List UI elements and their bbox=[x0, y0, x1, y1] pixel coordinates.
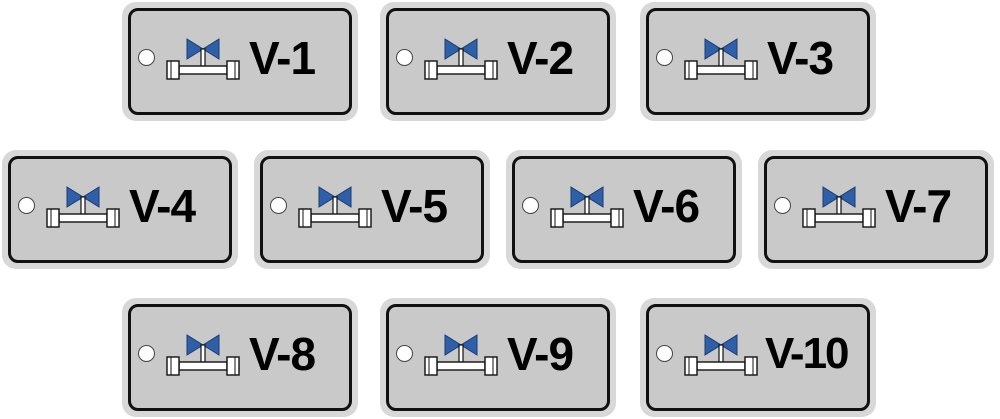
tag-plate: V-2 bbox=[386, 8, 610, 115]
valve-tag-v7: V-7 bbox=[758, 150, 994, 269]
valve-tag-v10: V-10 bbox=[640, 298, 876, 417]
valve-tag-v9: V-9 bbox=[380, 298, 616, 417]
tag-label: V-8 bbox=[249, 328, 316, 380]
valve-icon bbox=[297, 185, 373, 231]
tag-hole bbox=[138, 345, 155, 362]
tag-label: V-9 bbox=[507, 328, 574, 380]
valve-icon bbox=[165, 333, 241, 379]
tag-label: V-4 bbox=[129, 180, 196, 232]
valve-icon bbox=[683, 333, 759, 379]
tag-label: V-5 bbox=[381, 180, 448, 232]
tag-plate: V-3 bbox=[646, 8, 870, 115]
valve-tag-v8: V-8 bbox=[122, 298, 358, 417]
tag-hole bbox=[522, 197, 539, 214]
valve-tag-v4: V-4 bbox=[2, 150, 238, 269]
valve-tag-v5: V-5 bbox=[254, 150, 490, 269]
tag-label: V-2 bbox=[507, 32, 574, 84]
tag-plate: V-9 bbox=[386, 304, 610, 411]
tag-plate: V-7 bbox=[764, 156, 988, 263]
tag-label: V-10 bbox=[765, 329, 850, 378]
valve-tag-v3: V-3 bbox=[640, 2, 876, 121]
valve-icon bbox=[801, 185, 877, 231]
valve-tag-v6: V-6 bbox=[506, 150, 742, 269]
tag-plate: V-10 bbox=[646, 304, 870, 411]
tag-hole bbox=[396, 49, 413, 66]
valve-icon bbox=[165, 37, 241, 83]
valve-icon bbox=[45, 185, 121, 231]
tag-plate: V-6 bbox=[512, 156, 736, 263]
tag-hole bbox=[138, 49, 155, 66]
tag-plate: V-5 bbox=[260, 156, 484, 263]
tag-plate: V-4 bbox=[8, 156, 232, 263]
valve-icon bbox=[683, 37, 759, 83]
tag-label: V-6 bbox=[633, 180, 700, 232]
tag-hole bbox=[18, 197, 35, 214]
tag-hole bbox=[774, 197, 791, 214]
tag-hole bbox=[396, 345, 413, 362]
valve-tag-v2: V-2 bbox=[380, 2, 616, 121]
tag-plate: V-8 bbox=[128, 304, 352, 411]
tag-hole bbox=[656, 49, 673, 66]
tag-plate: V-1 bbox=[128, 8, 352, 115]
valve-icon bbox=[423, 37, 499, 83]
tag-label: V-7 bbox=[885, 180, 952, 232]
tag-hole bbox=[270, 197, 287, 214]
tag-label: V-3 bbox=[767, 32, 834, 84]
valve-tag-v1: V-1 bbox=[122, 2, 358, 121]
valve-icon bbox=[549, 185, 625, 231]
valve-icon bbox=[423, 333, 499, 379]
tag-label: V-1 bbox=[249, 32, 316, 84]
tag-hole bbox=[656, 345, 673, 362]
